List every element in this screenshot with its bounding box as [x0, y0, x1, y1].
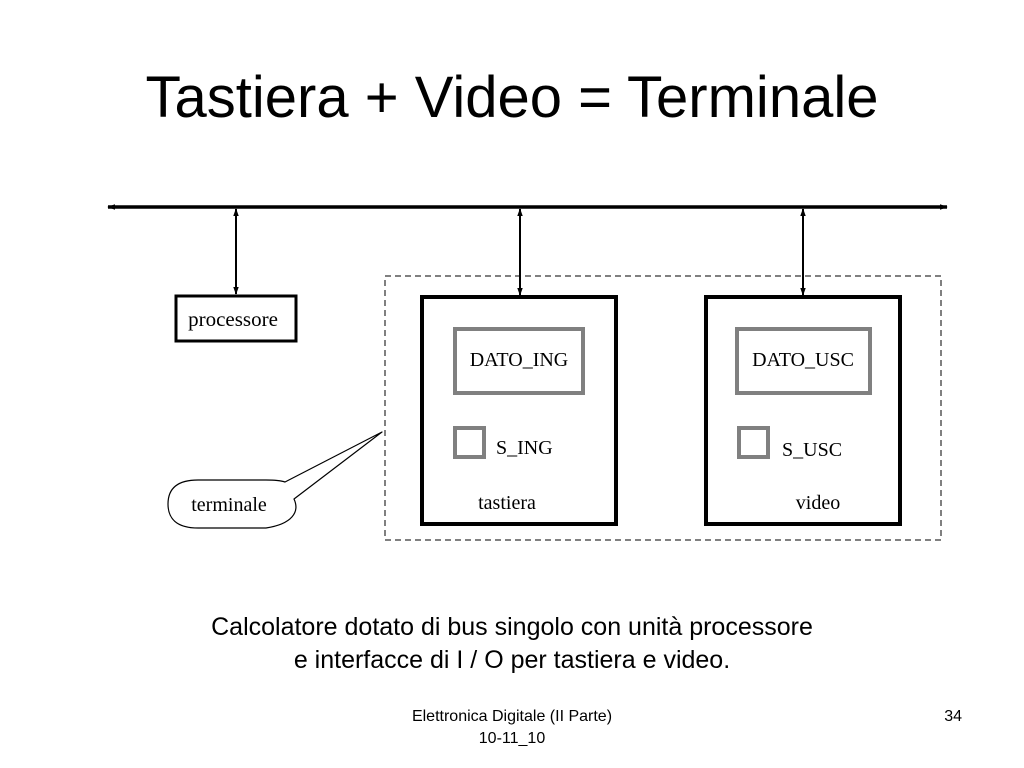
dato-ing-label: DATO_ING [470, 349, 569, 371]
caption-line-2: e interfacce di I / O per tastiera e vid… [293, 646, 731, 674]
terminal-callout-bubble [167, 431, 383, 529]
s-ing-flag [453, 426, 486, 459]
footer-course: Elettronica Digitale (II Parte) [411, 708, 613, 725]
page-number: 34 [944, 708, 962, 725]
dato-usc-label: DATO_USC [752, 349, 854, 371]
processor-box [174, 294, 298, 343]
s-usc-label: S_USC [782, 439, 842, 461]
caption-line-1: Calcolatore dotato di bus singolo con un… [211, 613, 813, 641]
keyboard-label: tastiera [478, 492, 536, 514]
s-usc-flag [737, 426, 770, 459]
video-label: video [796, 492, 840, 514]
footer-date: 10-11_10 [478, 730, 546, 747]
dato-usc-register [735, 327, 872, 395]
terminal-label: terminale [191, 494, 267, 516]
dato-ing-register [453, 327, 585, 395]
processor-label: processore [188, 307, 278, 331]
slide-title: Tastiera + Video = Terminale [145, 65, 879, 130]
keyboard-interface-box [420, 295, 618, 526]
s-ing-label: S_ING [496, 437, 553, 459]
footer-course-info: Elettronica Digitale (II Parte) 10-11_10 [362, 706, 662, 750]
slide-caption: Calcolatore dotato di bus singolo con un… [0, 611, 1024, 677]
